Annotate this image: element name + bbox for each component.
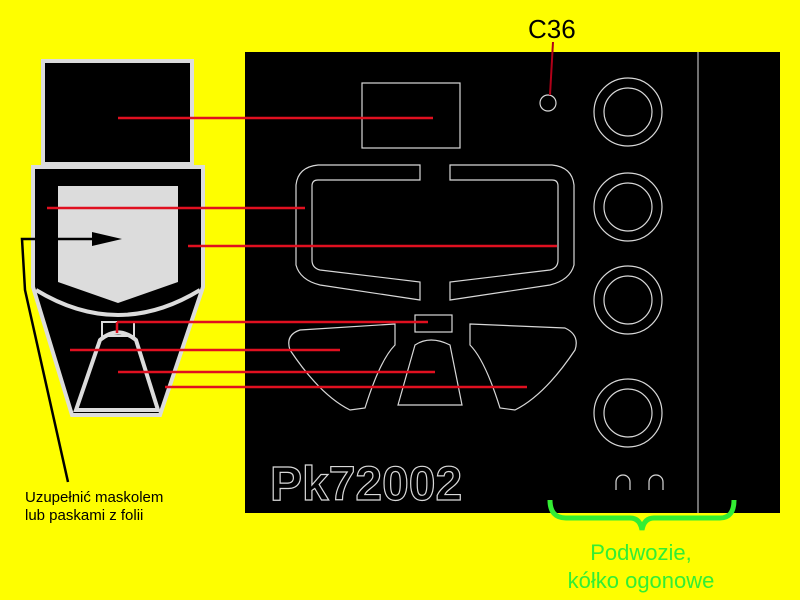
canopy-frame-curve — [34, 288, 202, 317]
rear-quarter-left — [288, 323, 396, 411]
part-label-leader — [549, 41, 554, 96]
note-arrow — [20, 232, 122, 483]
note-line-1: Uzupełnić maskolem — [25, 489, 163, 506]
mask-sheet: Pk72002 — [245, 52, 780, 513]
canopy-windscreen — [41, 59, 194, 166]
canopy-frame-left — [295, 164, 421, 301]
note-line-2: lub paskami z folii — [25, 507, 143, 524]
part-c36-mask — [539, 94, 557, 112]
canopy-frame-right — [449, 164, 575, 301]
tail-wheel-mask-right — [648, 474, 664, 490]
leader-lines — [47, 116, 557, 389]
sheet-background — [245, 52, 780, 513]
arrowhead-icon — [92, 232, 122, 246]
canopy-drawing — [31, 59, 205, 417]
brace-icon — [547, 499, 737, 531]
small-panel-mask — [414, 314, 453, 333]
canopy-glass-fill — [58, 186, 178, 303]
rear-center-mask — [397, 339, 463, 406]
rear-quarter-right — [469, 323, 577, 411]
canopy-rear-frame — [73, 330, 161, 412]
windscreen-mask-outline — [361, 82, 461, 149]
tail-wheel-mask-left — [615, 474, 631, 490]
wheels-caption-line-2: kółko ogonowe — [568, 568, 715, 593]
sheet-code: Pk72002 — [270, 458, 462, 511]
part-label: C36 — [528, 14, 576, 44]
wheels-caption-line-1: Podwozie, — [590, 540, 692, 565]
wheel-masks — [593, 77, 663, 448]
